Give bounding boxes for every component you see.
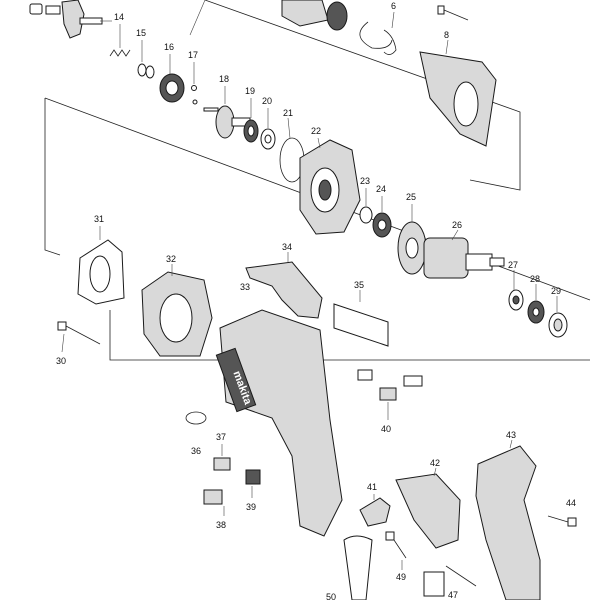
retaining-ring-31 [77, 226, 125, 305]
part-label-34: 34 [282, 242, 292, 252]
part-label-47: 47 [448, 590, 458, 600]
part-label-40: 40 [381, 424, 391, 434]
part-label-43: 43 [506, 430, 516, 440]
part-label-31: 31 [94, 214, 104, 224]
brush-holder-38 [203, 489, 225, 516]
bearing-16 [159, 54, 185, 103]
part-label-35: 35 [354, 280, 364, 290]
bearing-29 [548, 296, 568, 338]
part-label-24: 24 [376, 184, 386, 194]
part-label-36: 36 [191, 446, 201, 456]
motor-housing-front [419, 39, 497, 147]
part-label-28: 28 [530, 274, 540, 284]
bearing-28 [527, 284, 545, 324]
part-label-30: 30 [56, 356, 66, 366]
cooling-fan [397, 204, 427, 275]
part-label-32: 32 [166, 254, 176, 264]
part-label-33: 33 [240, 282, 250, 292]
part-label-23: 23 [360, 176, 370, 186]
main-housing: makita [215, 309, 343, 537]
part-label-49: 49 [396, 572, 406, 582]
housing-screw-30 [57, 321, 101, 353]
bit-tip [343, 535, 373, 600]
part-label-44: 44 [566, 498, 576, 508]
trigger-switch [395, 467, 461, 549]
washer-20 [260, 108, 276, 150]
bearing-27 [508, 270, 524, 311]
part-label-20: 20 [262, 96, 272, 106]
o-ring-36 [185, 411, 207, 425]
part-label-19: 19 [245, 86, 255, 96]
part-label-27: 27 [508, 260, 518, 270]
part-labels: 6 8 14 15 16 17 18 19 20 21 22 23 24 25 … [56, 1, 576, 600]
part-label-17: 17 [188, 50, 198, 60]
screw-49 [385, 531, 407, 570]
field-stator [141, 264, 213, 357]
name-plate [333, 290, 389, 347]
bearing-24 [372, 196, 392, 238]
clutch-assembly-top [281, 0, 397, 55]
part-label-38: 38 [216, 520, 226, 530]
handle-cover [475, 439, 541, 600]
gear-shaft [203, 86, 251, 139]
o-rings [137, 40, 155, 79]
terminal-connector [357, 369, 423, 420]
part-label-16: 16 [164, 42, 174, 52]
switch-lever [359, 494, 391, 527]
part-label-37: 37 [216, 432, 226, 442]
capacitor [423, 565, 477, 597]
carbon-brush-39 [245, 469, 261, 498]
part-label-21: 21 [283, 108, 293, 118]
part-label-41: 41 [367, 482, 377, 492]
ring-23 [359, 188, 373, 224]
washer-19 [243, 98, 259, 143]
screw-top-right [437, 5, 469, 21]
handle-screw-44 [547, 515, 577, 527]
gear-housing-plate [299, 137, 361, 235]
steel-ball [191, 62, 198, 105]
part-label-42: 42 [430, 458, 440, 468]
part-label-6: 6 [391, 1, 396, 11]
part-label-29: 29 [551, 286, 561, 296]
brush-holder-37 [213, 444, 231, 471]
part-label-25: 25 [406, 192, 416, 202]
part-label-18: 18 [219, 74, 229, 84]
part-label-39: 39 [246, 502, 256, 512]
part-label-14: 14 [114, 12, 124, 22]
part-label-50: 50 [326, 592, 336, 600]
part-label-15: 15 [136, 28, 146, 38]
spring-part [109, 24, 131, 57]
part-label-22: 22 [311, 126, 321, 136]
spindle-assembly-top-left [29, 0, 112, 39]
armature [423, 229, 505, 279]
part-label-26: 26 [452, 220, 462, 230]
part-label-8: 8 [444, 30, 449, 40]
belt-hook [245, 252, 323, 319]
